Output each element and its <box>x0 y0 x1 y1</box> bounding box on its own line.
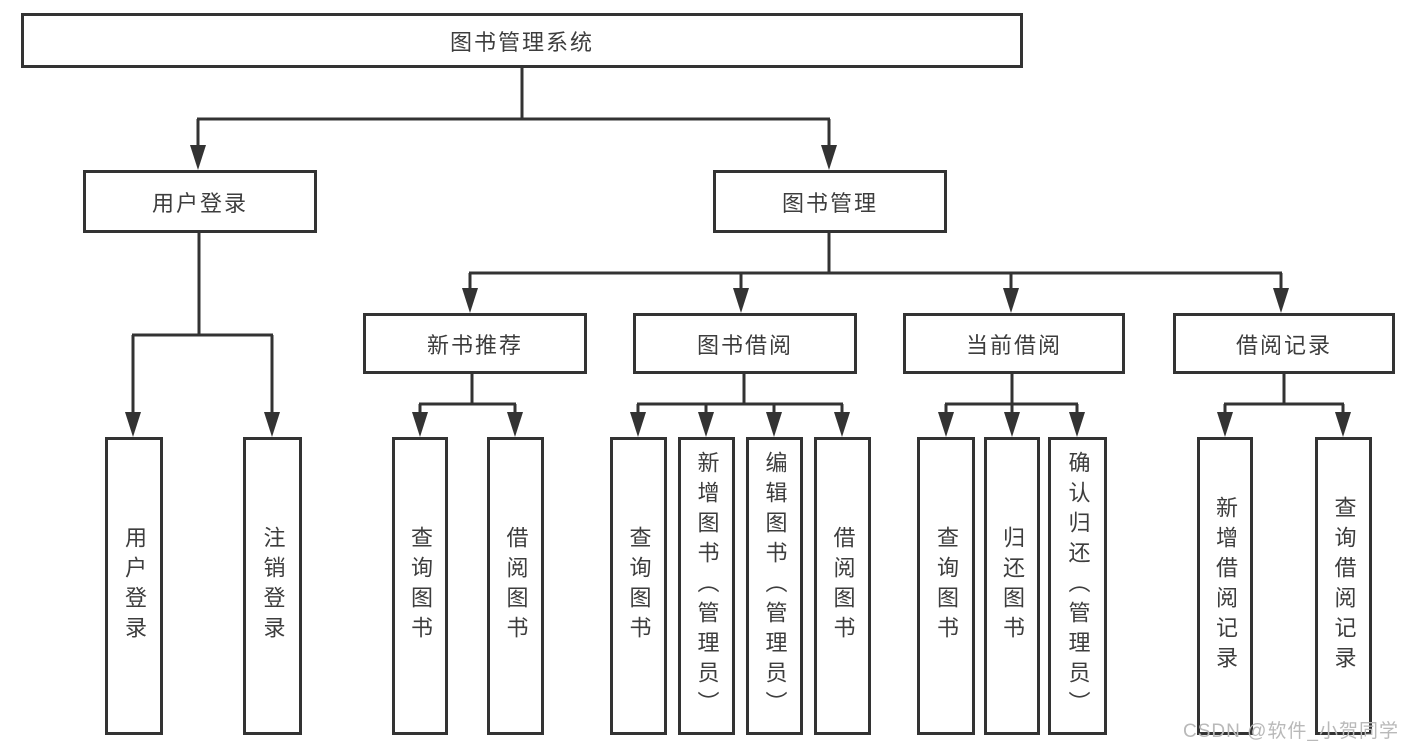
leaf-current-query-books-label: 查询图书 <box>934 526 959 646</box>
leaf-logout-label: 注销登录 <box>260 526 286 646</box>
leaf-current-return-books: 归还图书 <box>984 437 1040 735</box>
leaf-current-confirm-return-admin: 确认归还（管理员） <box>1048 437 1107 735</box>
leaf-records-add-record-label: 新增借阅记录 <box>1213 496 1238 676</box>
leaf-current-confirm-return-admin-label: 确认归还（管理员） <box>1065 451 1091 721</box>
leaf-recommend-borrow-books-label: 借阅图书 <box>503 526 529 646</box>
leaf-borrowing-edit-books-admin-label: 编辑图书（管理员） <box>762 451 788 721</box>
leaf-user-login: 用户登录 <box>105 437 163 735</box>
node-book-management: 图书管理 <box>713 170 947 233</box>
leaf-logout: 注销登录 <box>243 437 302 735</box>
leaf-records-query-record-label: 查询借阅记录 <box>1331 496 1357 676</box>
leaf-borrowing-borrow-books: 借阅图书 <box>814 437 871 735</box>
leaf-current-query-books: 查询图书 <box>917 437 975 735</box>
node-root-library-system: 图书管理系统 <box>21 13 1023 68</box>
leaf-borrowing-query-books: 查询图书 <box>610 437 667 735</box>
node-new-book-recommend: 新书推荐 <box>363 313 587 374</box>
node-borrow-records: 借阅记录 <box>1173 313 1395 374</box>
leaf-borrowing-query-books-label: 查询图书 <box>626 526 652 646</box>
leaf-recommend-query-books-label: 查询图书 <box>408 526 433 646</box>
arrowheads <box>125 145 1351 437</box>
csdn-watermark: CSDN @软件_小贺同学 <box>1183 721 1399 742</box>
leaf-borrowing-edit-books-admin: 编辑图书（管理员） <box>746 437 803 735</box>
node-book-borrowing: 图书借阅 <box>633 313 857 374</box>
node-current-borrowing: 当前借阅 <box>903 313 1125 374</box>
node-user-login: 用户登录 <box>83 170 317 233</box>
leaf-borrowing-borrow-books-label: 借阅图书 <box>830 526 856 646</box>
leaf-current-return-books-label: 归还图书 <box>1000 526 1025 646</box>
leaf-records-query-record: 查询借阅记录 <box>1315 437 1372 735</box>
leaf-records-add-record: 新增借阅记录 <box>1197 437 1253 735</box>
leaf-borrowing-add-books-admin: 新增图书（管理员） <box>678 437 735 735</box>
leaf-borrowing-add-books-admin-label: 新增图书（管理员） <box>694 451 720 721</box>
leaf-recommend-query-books: 查询图书 <box>392 437 448 735</box>
leaf-user-login-label: 用户登录 <box>122 526 147 646</box>
leaf-recommend-borrow-books: 借阅图书 <box>487 437 544 735</box>
